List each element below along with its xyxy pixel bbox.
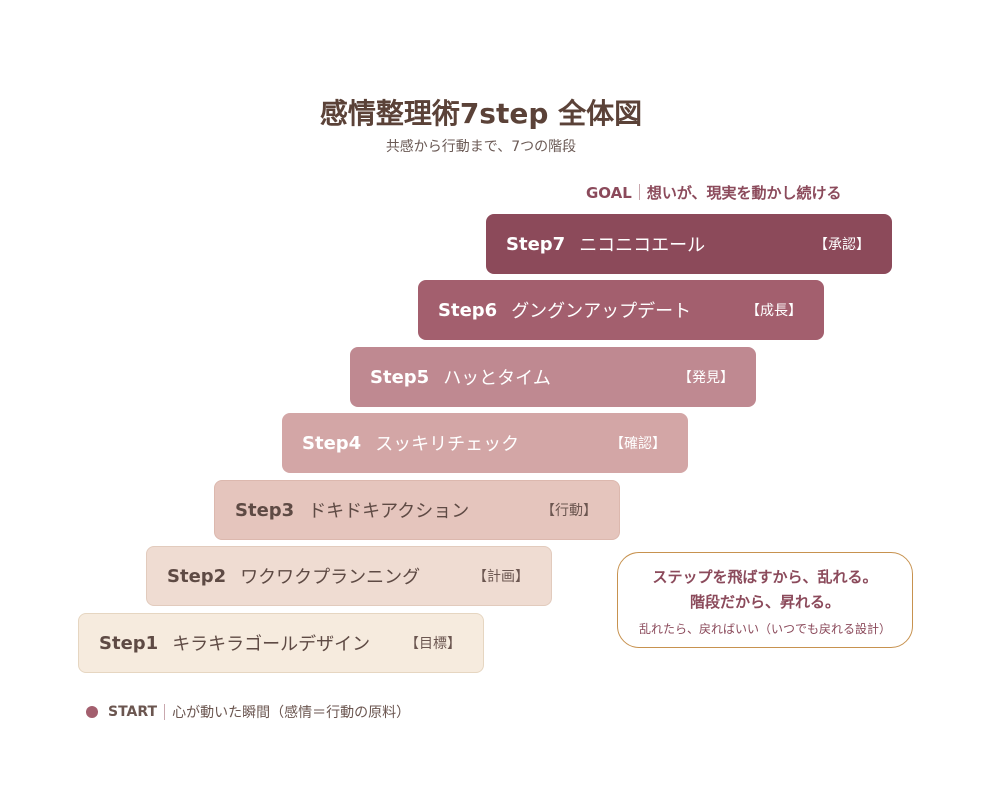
step-tag: 【行動】: [541, 503, 597, 519]
start-dot-icon: [86, 706, 98, 718]
callout-line-3: 乱れたら、戻ればいい（いつでも戻れる設計）: [638, 622, 891, 636]
step-tag: 【確認】: [610, 436, 666, 452]
step-name: ワクワクプランニング: [240, 567, 421, 588]
step-1-box: Step1 キラキラゴールデザイン 【目標】: [78, 613, 484, 673]
step-number: Step1: [99, 632, 159, 654]
step-7-box: Step7 ニコニコエール 【承認】: [486, 214, 892, 274]
step-number: Step2: [167, 565, 227, 587]
step-6-box: Step6 グングンアップデート 【成長】: [418, 280, 824, 340]
callout-line-1: ステップを飛ばすから、乱れる。: [652, 568, 878, 586]
page-title: 感情整理術7step 全体図: [319, 97, 643, 130]
goal-marker: GOAL: [586, 184, 632, 202]
step-name: ニコニコエール: [579, 235, 706, 256]
start-marker: START: [108, 704, 158, 720]
page-subtitle: 共感から行動まで、7つの階段: [385, 139, 577, 155]
step-5-box: Step5 ハッとタイム 【発見】: [350, 347, 756, 407]
goal-text: 想いが、現実を動かし続ける: [646, 184, 842, 202]
goal-label: GOAL 想いが、現実を動かし続ける: [586, 182, 842, 203]
start-divider: [164, 704, 166, 720]
step-number: Step5: [370, 366, 430, 388]
start-label: START 心が動いた瞬間（感情＝行動の原料）: [86, 702, 410, 722]
step-number: Step7: [506, 233, 566, 255]
goal-divider: [638, 184, 640, 200]
step-name: グングンアップデート: [511, 301, 692, 322]
step-tag: 【成長】: [746, 303, 802, 319]
callout-box: ステップを飛ばすから、乱れる。 階段だから、昇れる。 乱れたら、戻ればいい（いつ…: [617, 552, 913, 648]
step-name: キラキラゴールデザイン: [172, 634, 371, 655]
callout-line-2: 階段だから、昇れる。: [689, 593, 840, 611]
step-name: スッキリチェック: [375, 434, 520, 455]
step-3-box: Step3 ドキドキアクション 【行動】: [214, 480, 620, 540]
step-tag: 【承認】: [814, 237, 870, 253]
step-number: Step4: [302, 432, 362, 454]
step-4-box: Step4 スッキリチェック 【確認】: [282, 413, 688, 473]
step-tag: 【発見】: [678, 370, 734, 386]
step-name: ドキドキアクション: [308, 501, 470, 522]
step-number: Step6: [438, 299, 498, 321]
step-tag: 【計画】: [473, 569, 529, 585]
step-name: ハッとタイム: [443, 368, 551, 389]
step-number: Step3: [235, 499, 295, 521]
step-2-box: Step2 ワクワクプランニング 【計画】: [146, 546, 552, 606]
step-tag: 【目標】: [405, 636, 461, 652]
start-text: 心が動いた瞬間（感情＝行動の原料）: [172, 705, 411, 721]
